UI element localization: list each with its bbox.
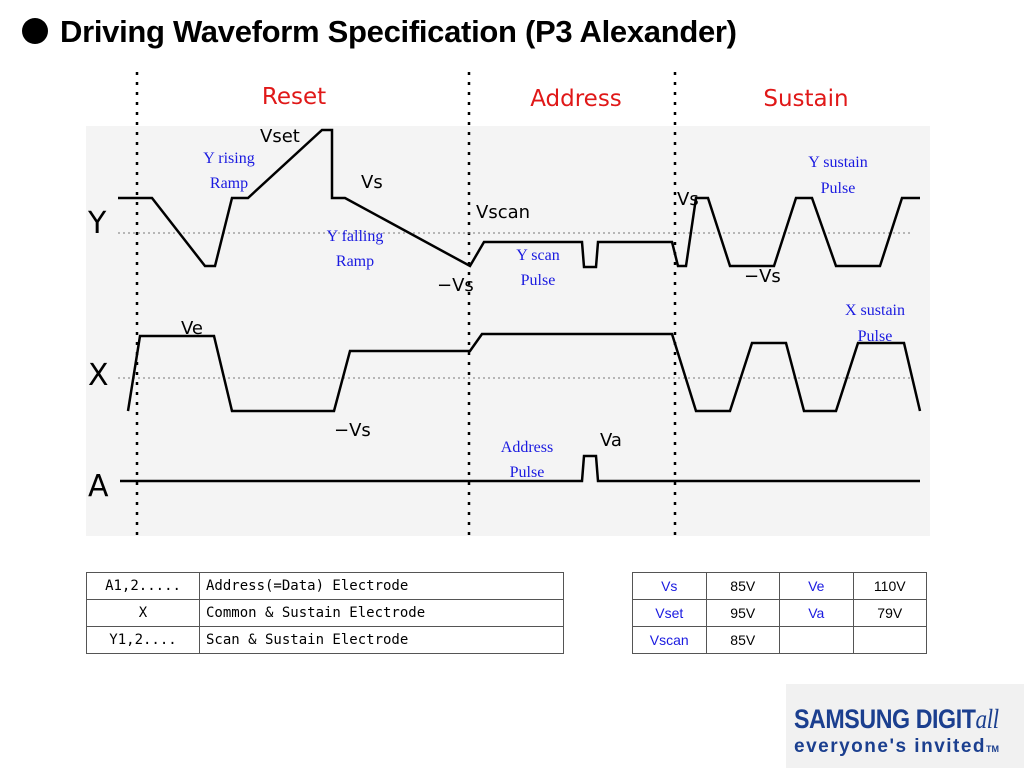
- bullet-icon: [22, 18, 48, 44]
- table-cell: 85V: [705, 626, 780, 654]
- logo-brand: SAMSUNG DIGITall: [794, 704, 999, 734]
- phase-address: Address: [530, 86, 622, 112]
- signal-a-label: A: [88, 469, 109, 504]
- table-row: X Common & Sustain Electrode: [86, 599, 564, 627]
- samsung-logo: SAMSUNG DIGITall everyone's invitedTM: [786, 684, 1024, 768]
- label-vs-reset: Vs: [361, 172, 383, 193]
- table-cell: Vscan: [632, 626, 707, 654]
- x-waveform: [126, 332, 922, 413]
- label-vs-sustain: Vs: [677, 189, 699, 210]
- table-row: Vs 85V Ve 110V: [632, 572, 927, 600]
- annotation-y-falling-2: Ramp: [336, 253, 374, 270]
- phase-sustain: Sustain: [763, 86, 848, 112]
- annotation-address-2: Pulse: [510, 464, 545, 481]
- table-cell: [852, 626, 927, 654]
- table-cell: 95V: [705, 599, 780, 627]
- annotation-address-1: Address: [501, 439, 553, 456]
- electrode-table: A1,2..... Address(=Data) Electrode X Com…: [86, 572, 564, 654]
- logo-tagline: everyone's invitedTM: [794, 736, 1000, 757]
- table-cell: Va: [779, 599, 854, 627]
- table-cell: 110V: [852, 572, 927, 600]
- title-text: Driving Waveform Specification (P3 Alexa…: [60, 14, 737, 49]
- annotation-x-sustain-2: Pulse: [858, 328, 893, 345]
- page-title: Driving Waveform Specification (P3 Alexa…: [22, 14, 737, 50]
- table-cell: Address(=Data) Electrode: [199, 572, 564, 600]
- phase-reset: Reset: [262, 84, 326, 110]
- label-ve: Ve: [181, 318, 203, 339]
- table-cell: X: [86, 599, 200, 627]
- y-waveform: [118, 128, 920, 269]
- a-waveform: [120, 454, 920, 483]
- table-row: Y1,2.... Scan & Sustain Electrode: [86, 626, 564, 654]
- label-vset: Vset: [260, 126, 300, 147]
- annotation-x-sustain-1: X sustain: [845, 302, 905, 319]
- annotation-y-falling-1: Y falling: [327, 228, 384, 245]
- table-cell: 79V: [852, 599, 927, 627]
- table-row: A1,2..... Address(=Data) Electrode: [86, 572, 564, 600]
- table-cell: Vs: [632, 572, 707, 600]
- table-cell: Vset: [632, 599, 707, 627]
- label-neg-vs-x: −Vs: [334, 420, 371, 441]
- phase-separators: [135, 72, 677, 540]
- annotation-y-rising-2: Ramp: [210, 175, 248, 192]
- table-cell: 85V: [705, 572, 780, 600]
- table-cell: Ve: [779, 572, 854, 600]
- table-cell: [779, 626, 854, 654]
- label-vscan: Vscan: [476, 202, 530, 223]
- table-cell: Y1,2....: [86, 626, 200, 654]
- reference-lines: [118, 232, 912, 379]
- annotation-y-rising-1: Y rising: [203, 150, 254, 167]
- signal-y-label: Y: [87, 206, 107, 241]
- annotation-y-scan-1: Y scan: [516, 247, 559, 264]
- table-row: Vset 95V Va 79V: [632, 599, 927, 627]
- label-va: Va: [600, 430, 622, 451]
- label-neg-vs-y: −Vs: [437, 275, 474, 296]
- annotation-y-sustain-1: Y sustain: [808, 154, 867, 171]
- label-neg-vs-sustain: −Vs: [744, 266, 781, 287]
- voltage-table: Vs 85V Ve 110V Vset 95V Va 79V Vscan 85V: [632, 572, 927, 654]
- waveform-diagram: Reset Address Sustain Y X A Vset Vs Vsca…: [86, 72, 930, 540]
- table-cell: Common & Sustain Electrode: [199, 599, 564, 627]
- diagram-panel: [86, 126, 930, 536]
- table-cell: Scan & Sustain Electrode: [199, 626, 564, 654]
- table-row: Vscan 85V: [632, 626, 927, 654]
- annotation-y-scan-2: Pulse: [521, 272, 556, 289]
- annotation-y-sustain-2: Pulse: [821, 180, 856, 197]
- signal-x-label: X: [88, 358, 109, 393]
- table-cell: A1,2.....: [86, 572, 200, 600]
